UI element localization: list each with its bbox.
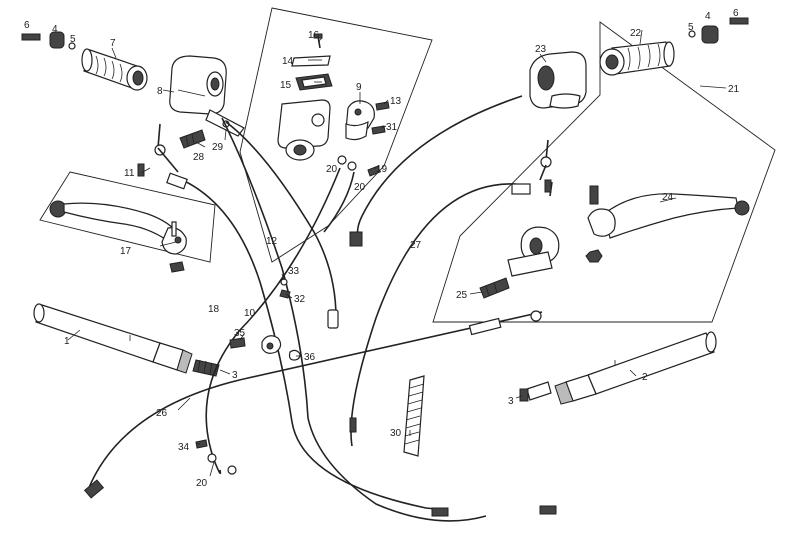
callout-20-c: 20 — [196, 478, 208, 489]
cable-guide — [261, 335, 282, 354]
throttle-cable-a — [221, 117, 487, 522]
clutch-cable — [177, 177, 447, 511]
callout-7: 7 — [110, 38, 116, 49]
rear-brake-cable-27 — [350, 183, 517, 447]
right-handlebar-tube — [554, 331, 717, 405]
callout-17: 17 — [120, 246, 132, 257]
callout-29: 29 — [212, 142, 224, 153]
right-switch-harness — [356, 95, 523, 239]
guide-clip-36 — [288, 349, 301, 361]
callout-34: 34 — [178, 442, 190, 453]
throttle-cable-b — [225, 121, 337, 319]
callout-22: 22 — [630, 28, 642, 39]
callout-5-right: 5 — [688, 22, 694, 33]
callout-36: 36 — [304, 352, 316, 363]
callout-35: 35 — [234, 328, 246, 339]
callout-3-left: 3 — [232, 370, 238, 381]
left-lever-switch — [137, 123, 179, 177]
callout-30: 30 — [390, 428, 402, 439]
throttle-cable-end-lower — [539, 505, 557, 515]
callout-13: 13 — [390, 96, 402, 107]
callout-28: 28 — [193, 152, 205, 163]
lower-washers-20 — [207, 453, 237, 475]
left-adjuster-screw — [179, 129, 206, 149]
left-grip — [81, 48, 148, 91]
callout-9: 9 — [356, 82, 362, 93]
brake-cable-18 — [205, 167, 341, 475]
return-spring — [403, 375, 425, 457]
callout-14: 14 — [282, 56, 294, 67]
callout-4-right: 4 — [705, 11, 711, 22]
leader-lines — [67, 29, 727, 477]
right-cable-adjuster — [511, 183, 531, 195]
callout-32: 32 — [294, 294, 306, 305]
callout-33: 33 — [288, 266, 300, 277]
left-switch-housing — [169, 55, 227, 115]
switch-assembly-body — [277, 99, 331, 161]
callout-8: 8 — [157, 86, 163, 97]
switch-assembly-frame — [239, 7, 433, 263]
guide-screw-35 — [229, 337, 246, 349]
right-grip — [599, 41, 675, 76]
callout-15: 15 — [280, 80, 292, 91]
switch-screw-top — [313, 33, 323, 49]
rear-brake-cable-end — [349, 417, 357, 433]
right-end-screw — [519, 381, 552, 402]
clutch-cable-end — [431, 507, 449, 517]
switch-washers — [337, 155, 381, 177]
callout-31: 31 — [386, 122, 398, 133]
choke-cable-fitting — [468, 317, 502, 336]
right-brake-lever — [587, 185, 750, 239]
callout-25: 25 — [456, 290, 468, 301]
harness-connector — [349, 231, 363, 247]
throttle-cable-end — [327, 309, 339, 329]
right-bar-end — [688, 17, 749, 44]
callout-1: 1 — [64, 336, 70, 347]
choke-cable-end — [83, 479, 105, 499]
right-switch-housing — [529, 51, 587, 109]
callout-3-right: 3 — [508, 396, 514, 407]
callout-21: 21 — [728, 84, 740, 95]
callout-20-a: 20 — [326, 164, 338, 175]
callout-11: 11 — [124, 168, 135, 179]
screw-34 — [195, 439, 208, 449]
callout-27: 27 — [410, 240, 422, 251]
callout-4-left: 4 — [52, 24, 58, 35]
callout-12: 12 — [266, 236, 278, 247]
left-lever — [49, 200, 187, 273]
left-cable-adjuster — [166, 172, 188, 190]
callout-20-b: 20 — [354, 182, 366, 193]
left-switch-harness — [323, 171, 355, 233]
switch-cover-plate — [291, 55, 331, 67]
right-lever-switch — [539, 139, 553, 197]
callout-numbers: 1 2 3 3 4 4 5 5 6 6 7 8 9 10 11 12 13 14… — [24, 8, 740, 489]
callout-24: 24 — [662, 192, 674, 203]
left-lever-frame — [39, 171, 216, 263]
left-end-screw — [192, 359, 220, 377]
left-bar-end — [21, 31, 76, 50]
choke-cable-ring — [530, 310, 542, 322]
left-handlebar-tube — [33, 303, 193, 374]
callout-5-left: 5 — [70, 34, 76, 45]
right-adjuster-screw — [479, 277, 510, 299]
choke-cable-26 — [87, 311, 543, 491]
small-screw-32 — [279, 289, 291, 299]
switch-clamp-half — [345, 100, 375, 141]
master-cylinder-clamp — [507, 226, 560, 277]
callout-23: 23 — [535, 44, 547, 55]
callout-19: 19 — [376, 164, 388, 175]
clamp-screws — [371, 101, 390, 135]
callout-26: 26 — [156, 408, 168, 419]
callout-6-left: 6 — [24, 20, 30, 31]
callout-2: 2 — [642, 372, 648, 383]
right-lever-nut — [585, 249, 603, 263]
callout-16: 16 — [308, 30, 320, 41]
right-control-frame — [432, 21, 776, 323]
callout-18: 18 — [208, 304, 220, 315]
callout-10: 10 — [244, 308, 256, 319]
callout-6-right: 6 — [733, 8, 739, 19]
